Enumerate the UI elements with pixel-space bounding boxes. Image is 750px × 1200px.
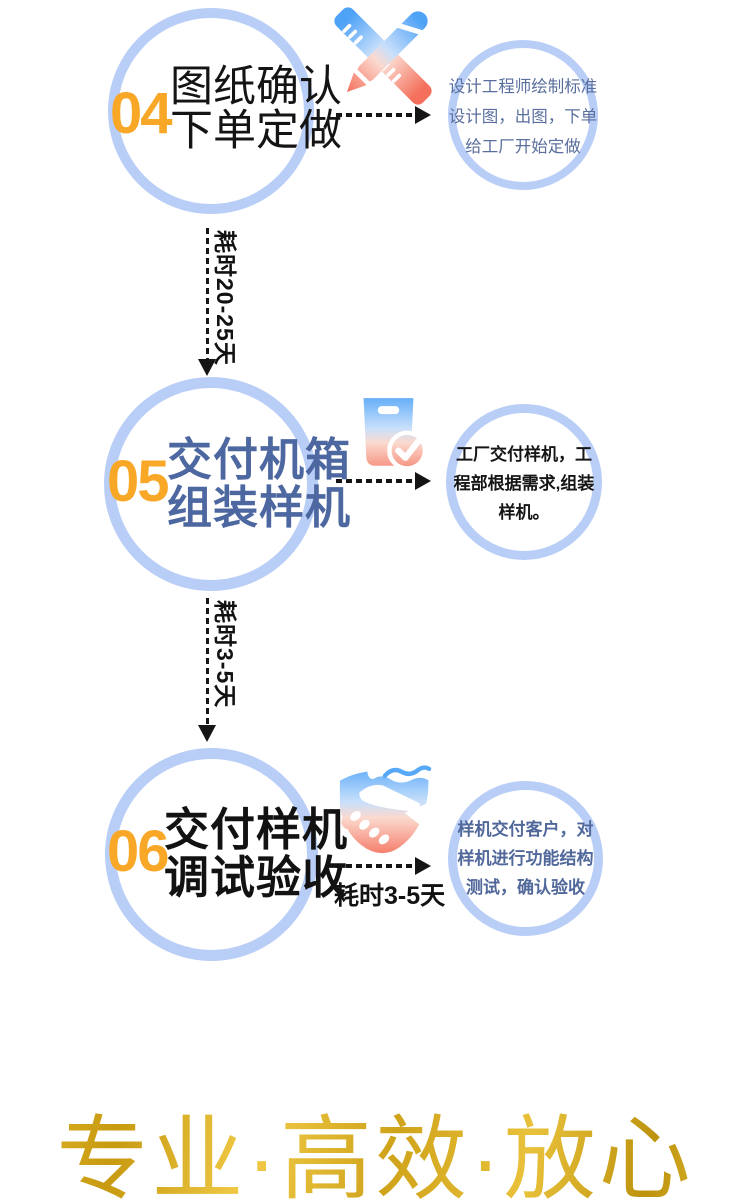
step-06-circle bbox=[105, 748, 318, 961]
step-05-number: 05 bbox=[107, 449, 169, 514]
step-05-desc-circle bbox=[446, 404, 602, 560]
step-06-title-line2: 调试验收 bbox=[164, 852, 349, 904]
connector-04-05-label: 耗时20-25天 bbox=[212, 230, 238, 366]
step-06-description: 样机交付客户，对 样机进行功能结构 测试，确认验收 bbox=[446, 815, 605, 903]
step-04-description: 设计工程师绘制标准 设计图，出图，下单 给工厂开始定做 bbox=[446, 72, 600, 162]
connector-04-05: 耗时20-25天 bbox=[198, 228, 238, 376]
step-04-title-line2: 下单定做 bbox=[170, 106, 342, 155]
bag-check-icon bbox=[363, 398, 428, 471]
step-06-title-line1: 交付样机 bbox=[164, 804, 349, 855]
connector-05-06-label: 耗时3-5天 bbox=[212, 600, 238, 709]
step-04-circle bbox=[108, 8, 314, 214]
desc-line: 样机进行功能结构 bbox=[457, 849, 594, 869]
step-05-title-line2: 组装样机 bbox=[167, 482, 352, 534]
step-04-title-line1: 图纸确认 bbox=[170, 63, 342, 111]
step-04-arrow bbox=[336, 106, 431, 124]
step-04-title: 图纸确认 下单定做 bbox=[170, 63, 342, 155]
step-06-arrow bbox=[336, 857, 431, 875]
step-06-title: 交付样机 调试验收 bbox=[164, 804, 349, 904]
desc-line: 程部根据需求,组装 bbox=[453, 474, 595, 494]
step-06-number: 06 bbox=[107, 819, 169, 884]
step-04-number: 04 bbox=[110, 81, 172, 146]
desc-line: 样机交付客户，对 bbox=[457, 820, 594, 839]
desc-line: 测试，确认验收 bbox=[466, 878, 585, 898]
handshake-icon bbox=[339, 761, 432, 854]
connector-05-06: 耗时3-5天 bbox=[198, 598, 238, 742]
step-05-description: 工厂交付样机，工 程部根据需求,组装 样机。 bbox=[444, 440, 604, 528]
desc-line: 设计图，出图，下单 bbox=[448, 108, 598, 127]
step-05-title-line1: 交付机箱 bbox=[167, 434, 352, 485]
step-04-desc-circle bbox=[448, 40, 598, 190]
step-06-arrow-label: 耗时3-5天 bbox=[334, 882, 446, 910]
pencil-ruler-icon bbox=[334, 7, 432, 105]
footer-slogan: 专业·高效·放心 bbox=[0, 1085, 750, 1200]
desc-line: 设计工程师绘制标准 bbox=[448, 78, 598, 96]
step-05-arrow bbox=[336, 472, 431, 490]
desc-line: 给工厂开始定做 bbox=[465, 138, 581, 157]
step-06-desc-circle bbox=[448, 781, 603, 936]
step-05-title: 交付机箱 组装样机 bbox=[167, 434, 352, 534]
step-05-circle bbox=[104, 377, 318, 591]
desc-line: 样机。 bbox=[498, 503, 550, 523]
desc-line: 工厂交付样机，工 bbox=[456, 445, 592, 464]
